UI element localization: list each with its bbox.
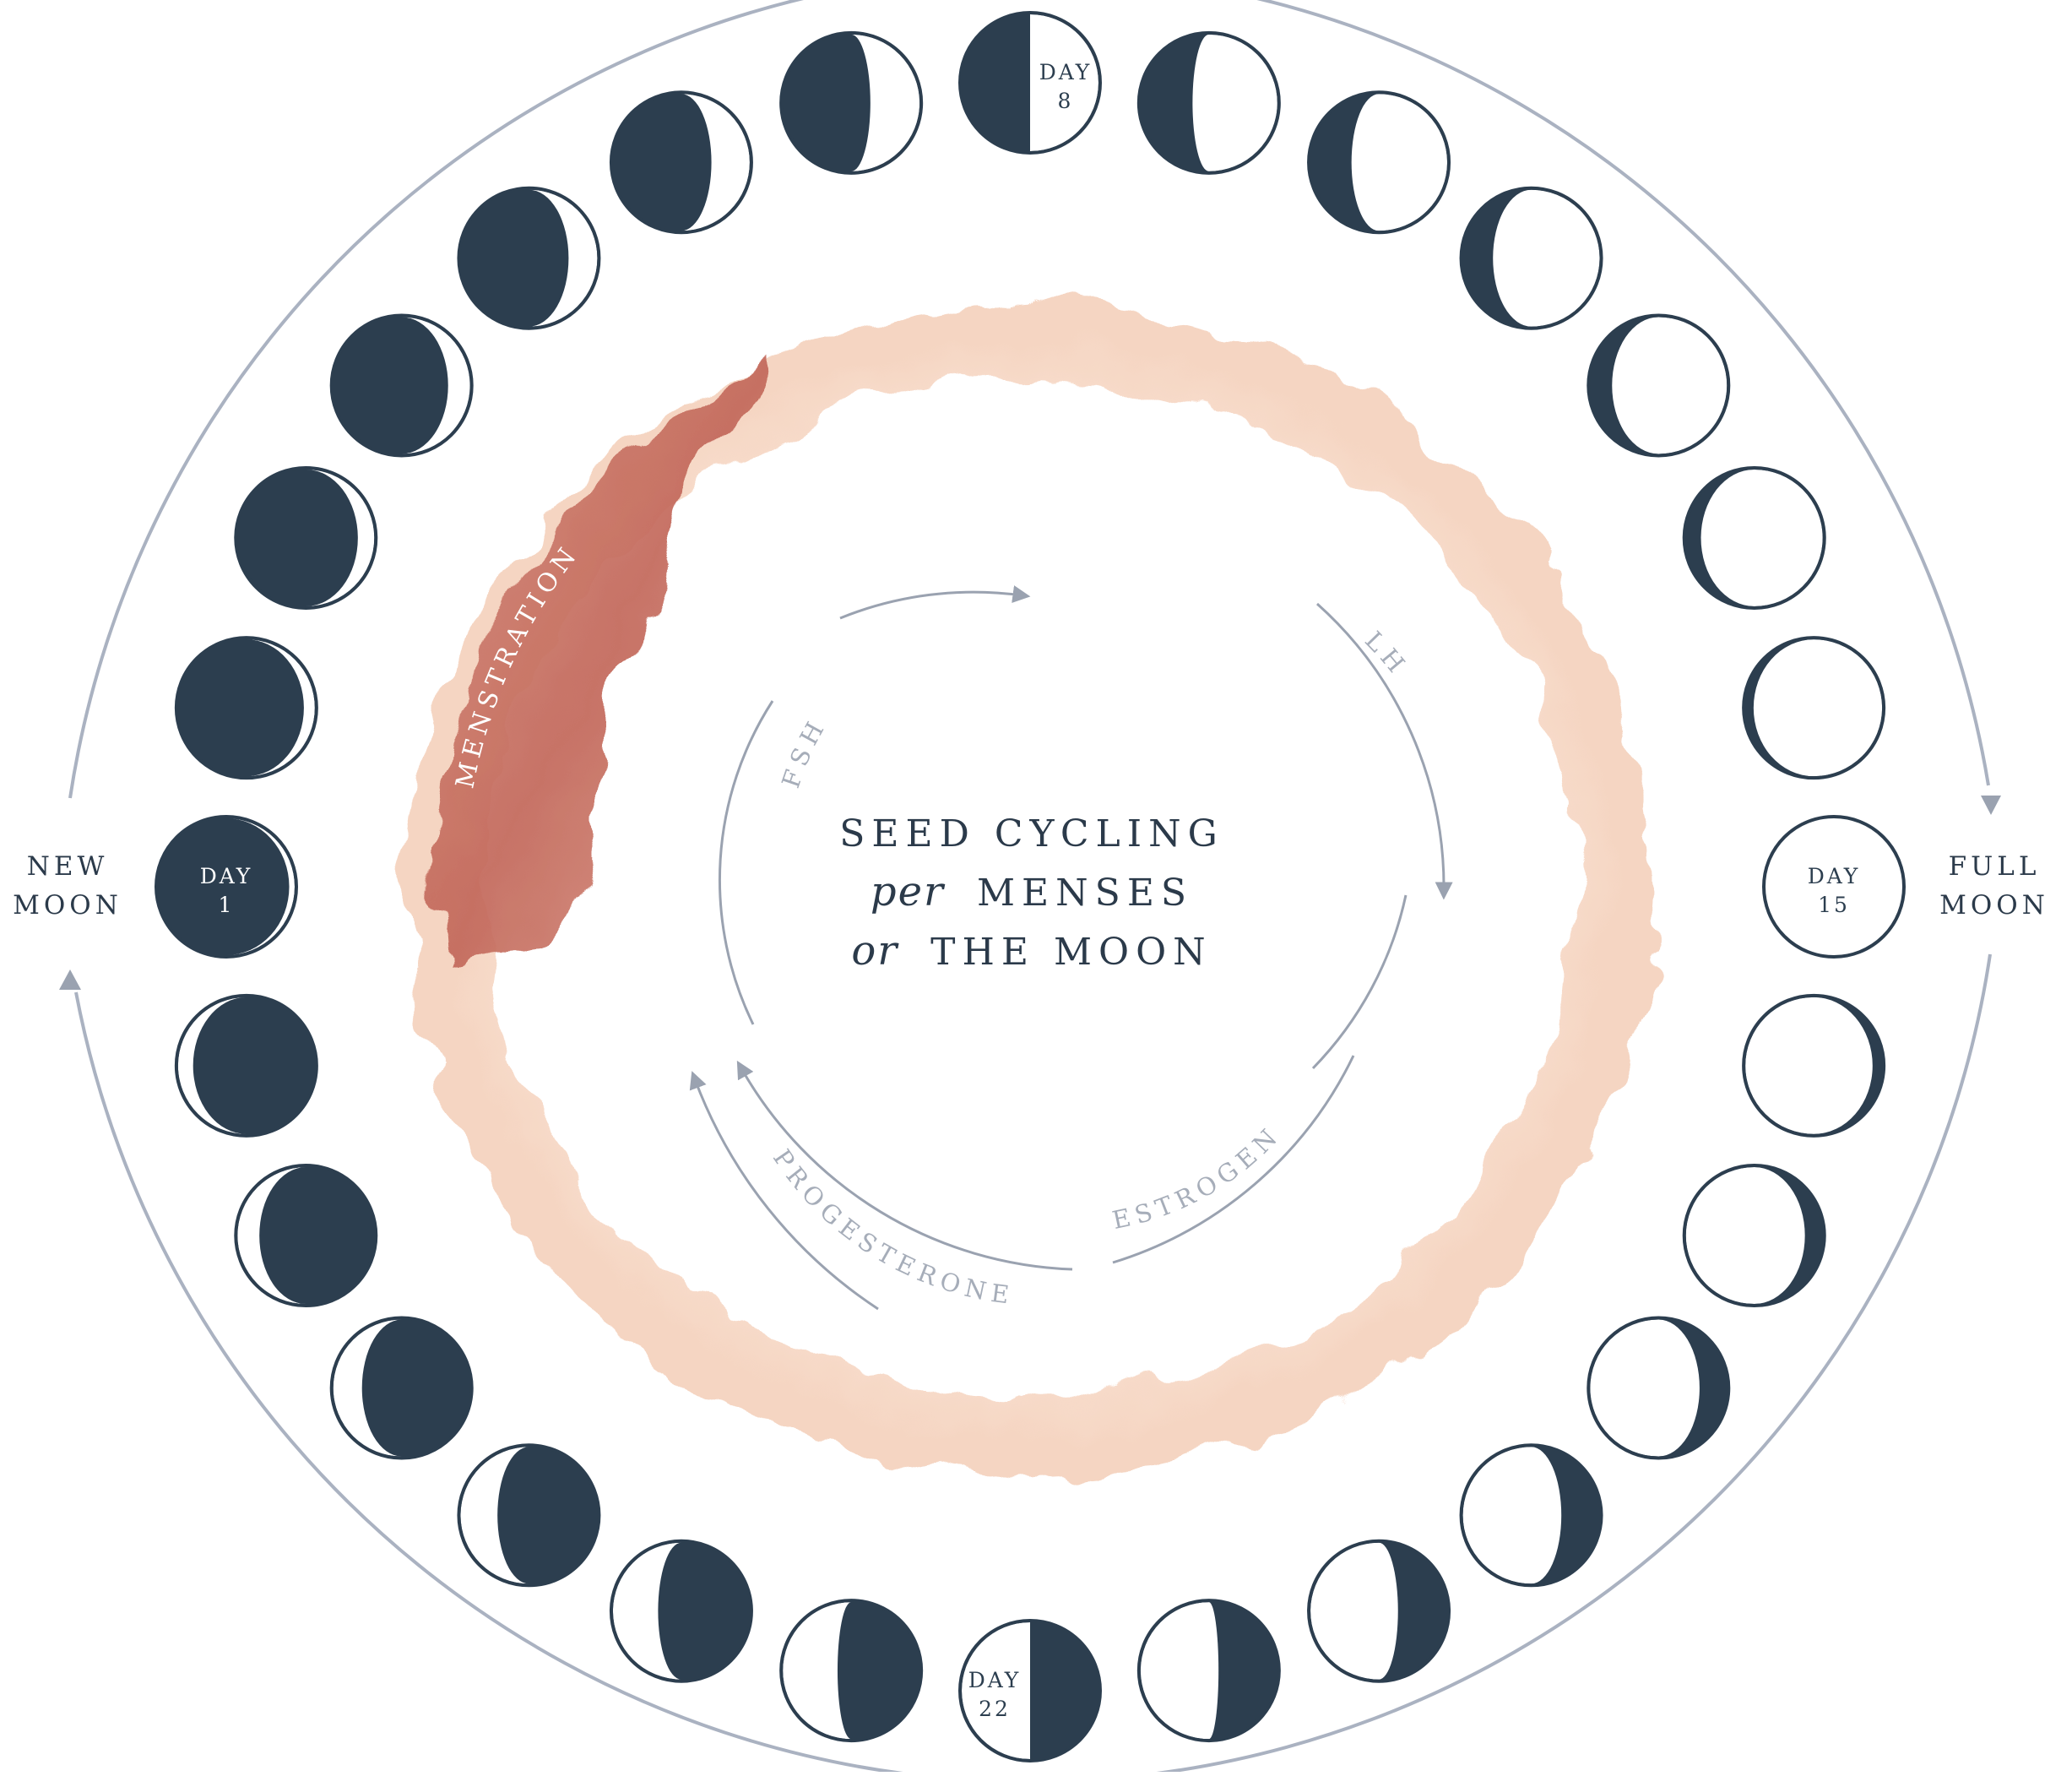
fsh-label: FSH: [776, 712, 833, 791]
moon-day-27: [236, 1165, 376, 1306]
moon-day-5: [458, 188, 599, 329]
moon-day-9: [1139, 33, 1279, 173]
moon-day-19: [1462, 1445, 1602, 1585]
title-line-2-italic: per: [871, 868, 946, 915]
moon-day-label: DAY: [1039, 60, 1093, 84]
moon-day-11: [1462, 188, 1602, 329]
fsh-arrow-arc: [840, 592, 1022, 618]
moon-day-1: DAY 1: [156, 817, 296, 957]
new-moon-label: NEW MOON: [13, 851, 122, 921]
orbit-arrow-new-moon: [59, 969, 81, 990]
moon-day-20: [1309, 1541, 1449, 1681]
moon-day-7: [781, 33, 921, 173]
moon-day-28: [176, 996, 317, 1136]
title-line-2-rest: MENSES: [977, 872, 1193, 915]
moon-day-number: 1: [219, 893, 235, 917]
moon-day-18: [1588, 1318, 1728, 1458]
moon-day-label: DAY: [968, 1668, 1022, 1692]
moon-day-23: [781, 1600, 921, 1741]
moon-day-14: [1744, 638, 1884, 778]
moon-day-24: [611, 1541, 751, 1681]
moon-lit-portion: [1463, 1447, 1562, 1583]
moon-day-12: [1588, 315, 1728, 455]
lh-arc-lower: [1313, 895, 1406, 1068]
full-moon-label-line-1: FULL: [1949, 851, 2041, 882]
new-moon-label-line-1: NEW: [27, 851, 109, 882]
title-line-2: per MENSES: [871, 868, 1193, 915]
moon-lit-portion: [1192, 35, 1277, 171]
moon-day-21: [1139, 1600, 1279, 1741]
title-line-3-rest: THE MOON: [930, 931, 1212, 974]
moon-day-4: [332, 315, 472, 455]
moon-day-13: [1684, 468, 1825, 608]
progesterone-label: PROGESTERONE: [768, 1144, 1017, 1310]
title-line-3-italic: or: [851, 927, 899, 975]
moon-day-label: DAY: [200, 864, 253, 888]
estrogen-label: ESTROGEN: [1109, 1120, 1286, 1236]
center-title: SEED CYCLING per MENSES or THE MOON: [839, 812, 1224, 975]
progesterone-arc-outer: [695, 1079, 878, 1309]
fsh-arc: [719, 701, 773, 1024]
moon-day-25: [458, 1445, 599, 1585]
moon-day-3: [236, 468, 376, 608]
full-moon-label: FULL MOON: [1939, 851, 2049, 921]
moon-day-8: DAY 8: [960, 13, 1100, 153]
moon-lit-portion: [1310, 1543, 1398, 1680]
orbit-arrow-full-moon: [1981, 796, 2001, 815]
moon-day-number: 22: [979, 1697, 1011, 1721]
title-line-1: SEED CYCLING: [839, 812, 1224, 855]
moon-day-number: 15: [1818, 893, 1850, 917]
moon-lit-portion: [1352, 94, 1447, 231]
title-line-3: or THE MOON: [851, 927, 1212, 975]
lh-label: LH: [1359, 626, 1414, 682]
new-moon-label-line-2: MOON: [13, 890, 122, 921]
moon-day-26: [332, 1318, 472, 1458]
moon-day-17: [1684, 1165, 1825, 1306]
moon-day-6: [611, 92, 751, 232]
moon-day-22: DAY 22: [960, 1621, 1100, 1761]
moon-day-label: DAY: [1808, 864, 1861, 888]
moon-lit-portion: [1141, 1602, 1218, 1739]
moon-day-15: DAY 15: [1764, 817, 1904, 957]
moon-day-number: 8: [1058, 89, 1074, 113]
full-moon-label-line-2: MOON: [1939, 890, 2049, 921]
moon-day-16: [1744, 996, 1884, 1136]
moon-day-10: [1309, 92, 1449, 232]
moon-day-2: [176, 638, 317, 778]
